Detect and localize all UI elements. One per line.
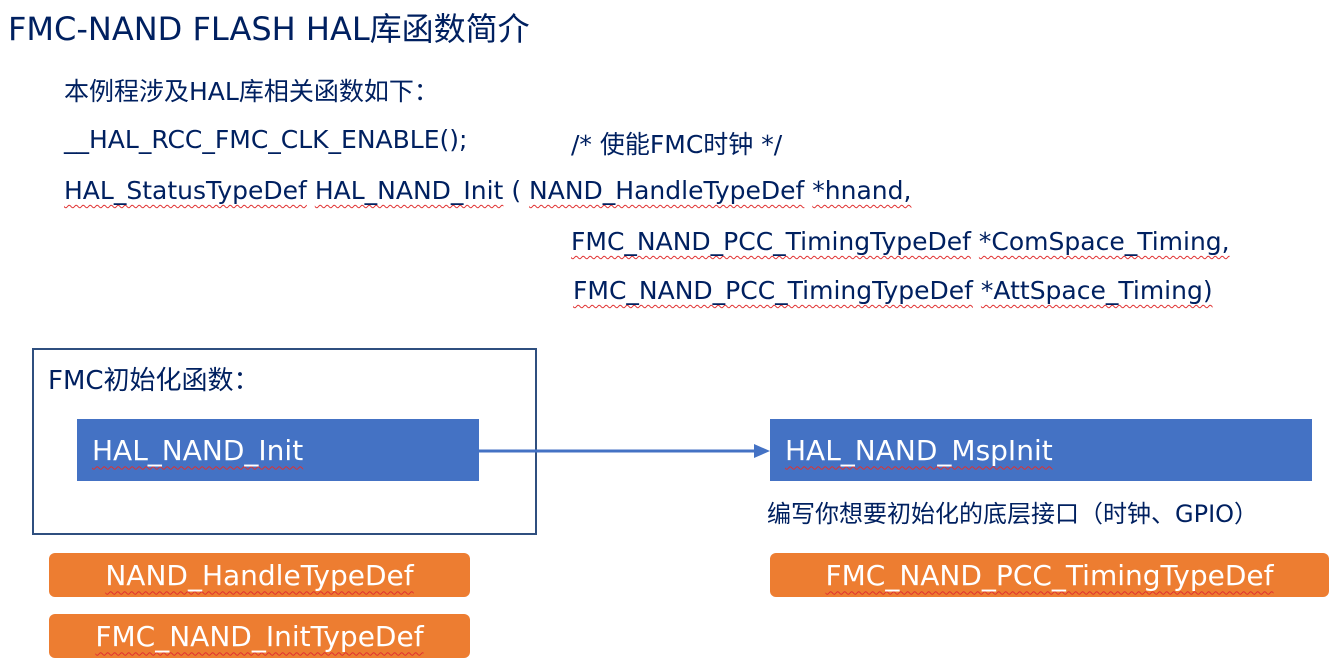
init-signature-line3: FMC_NAND_PCC_TimingTypeDef *AttSpace_Tim… <box>573 276 1213 305</box>
param2-type: FMC_NAND_PCC_TimingTypeDef <box>571 227 971 256</box>
param3-name: *AttSpace_Timing) <box>980 276 1213 305</box>
param1-name: *hnand, <box>812 176 912 205</box>
nand-handle-typedef-tag: NAND_HandleTypeDef <box>49 553 470 597</box>
param1-type: NAND_HandleTypeDef <box>529 176 805 205</box>
init-signature-line2: FMC_NAND_PCC_TimingTypeDef *ComSpace_Tim… <box>571 227 1230 256</box>
param3-type: FMC_NAND_PCC_TimingTypeDef <box>573 276 973 305</box>
fmc-nand-init-typedef-label: FMC_NAND_InitTypeDef <box>95 619 424 653</box>
fmc-nand-pcc-timing-typedef-label: FMC_NAND_PCC_TimingTypeDef <box>825 558 1274 592</box>
page-title: FMC-NAND FLASH HAL库函数简介 <box>8 10 530 48</box>
nand-handle-typedef-label: NAND_HandleTypeDef <box>105 558 414 592</box>
function-name: HAL_NAND_Init <box>314 176 504 205</box>
clk-enable-comment: /* 使能FMC时钟 */ <box>571 130 783 159</box>
frame-label: FMC初始化函数： <box>48 366 260 396</box>
fmc-init-frame <box>32 348 537 535</box>
param2-name: *ComSpace_Timing, <box>978 227 1230 256</box>
hal-nand-init-box: HAL_NAND_Init <box>77 419 479 481</box>
return-type: HAL_StatusTypeDef <box>64 176 307 205</box>
open-paren: ( <box>511 176 522 205</box>
flow-arrow <box>478 444 770 458</box>
clk-enable-macro: __HAL_RCC_FMC_CLK_ENABLE(); <box>64 125 468 154</box>
init-signature-line1: HAL_StatusTypeDef HAL_NAND_Init ( NAND_H… <box>64 176 911 205</box>
hal-nand-mspinit-box: HAL_NAND_MspInit <box>770 419 1312 481</box>
intro-text: 本例程涉及HAL库相关函数如下： <box>64 77 439 106</box>
mspinit-caption: 编写你想要初始化的底层接口（时钟、GPIO） <box>767 500 1259 528</box>
fmc-nand-pcc-timing-typedef-tag: FMC_NAND_PCC_TimingTypeDef <box>770 553 1329 597</box>
hal-nand-init-label: HAL_NAND_Init <box>92 433 304 467</box>
fmc-nand-init-typedef-tag: FMC_NAND_InitTypeDef <box>49 614 470 658</box>
hal-nand-mspinit-label: HAL_NAND_MspInit <box>785 433 1053 467</box>
